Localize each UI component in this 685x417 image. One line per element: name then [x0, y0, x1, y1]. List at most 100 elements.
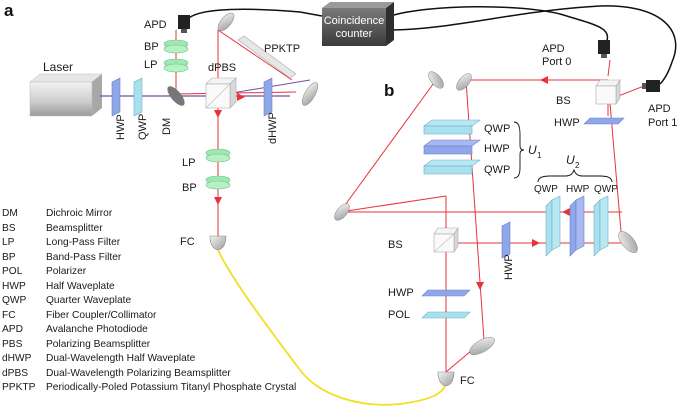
dhwp-label: dHWP — [267, 112, 279, 144]
hwp-laser-label: HWP — [115, 114, 127, 140]
lp-filter-top-face — [163, 63, 189, 73]
bs-top-right — [595, 79, 621, 105]
u2-subscript: 2 — [575, 161, 580, 170]
legend-abbr: BS — [2, 222, 16, 234]
hwp-laser — [111, 77, 121, 117]
legend-row: BS Beamsplitter — [2, 222, 296, 237]
legend-meaning: Fiber Coupler/Collimator — [46, 309, 157, 321]
apd-cable-port0 — [389, 6, 609, 45]
legend-row: dPBS Dual-Wavelength Polarizing Beamsplit… — [2, 367, 296, 382]
bp-filter-bottom-face — [205, 180, 231, 190]
lp-filter-bottom-face — [205, 153, 231, 163]
u1-brace — [513, 121, 525, 179]
legend-meaning: Band-Pass Filter — [46, 251, 122, 263]
legend-row: dHWP Dual-Wavelength Half Waveplate — [2, 352, 296, 367]
u1-label: U — [528, 143, 537, 157]
bs-left — [433, 227, 459, 253]
legend-meaning: Beamsplitter — [46, 222, 103, 234]
legend-meaning: Dual-Wavelength Polarizing Beamsplitter — [46, 367, 231, 379]
apd-label-a: APD — [144, 19, 167, 31]
mirror-b-1 — [428, 71, 444, 89]
legend-abbr: QWP — [2, 295, 27, 306]
ppktp-label: PPKTP — [264, 43, 300, 55]
legend-meaning: Polarizer — [46, 266, 87, 277]
mirror-b-3 — [334, 203, 350, 221]
apd-detector-a — [178, 15, 190, 33]
laser-label: Laser — [43, 60, 73, 74]
mirror-b-2 — [456, 73, 472, 91]
u2-qwp1-label: QWP — [534, 184, 558, 195]
beam-arrow-1 — [214, 110, 222, 118]
legend-row: FC Fiber Coupler/Collimator — [2, 309, 296, 324]
u2-stack — [545, 195, 609, 257]
coincidence-counter: Coincidence counter — [322, 2, 394, 46]
bs-left-label: BS — [388, 239, 403, 251]
panel-a-label: a — [4, 1, 14, 20]
hwp-left-label: HWP — [388, 287, 414, 299]
dpbs-cube — [205, 77, 237, 109]
legend-abbr: POL — [2, 266, 23, 277]
u1-qwp1-label: QWP — [484, 123, 510, 135]
legend-abbr: dPBS — [2, 367, 29, 379]
beam-b-arrow-3 — [532, 239, 540, 247]
mirror-right-a — [301, 82, 319, 106]
legend-meaning: Dual-Wavelength Half Waveplate — [46, 353, 196, 364]
apd-port0-label-1: APD — [542, 43, 565, 55]
u1-subscript: 1 — [537, 151, 542, 160]
legend-meaning: Avalanche Photodiode — [46, 324, 148, 335]
beam-arrow-2 — [214, 197, 222, 205]
panel-b-label: b — [384, 81, 394, 100]
legend-abbr: APD — [2, 324, 23, 335]
hwp-top-label: HWP — [554, 117, 580, 129]
apd-port1-label-2: Port 1 — [648, 117, 677, 129]
legend-row: APD Avalanche Photodiode — [2, 323, 296, 338]
legend-row: HWP Half Waveplate — [2, 280, 296, 295]
legend-abbr: FC — [2, 309, 16, 321]
u1-stack — [423, 119, 481, 175]
fiber-coupler-b — [437, 371, 455, 387]
fc-a-label: FC — [180, 236, 195, 248]
legend-abbr: HWP — [2, 280, 26, 292]
beam-arrow-3 — [237, 93, 245, 101]
u2-brace — [537, 168, 613, 183]
legend-abbr: dHWP — [2, 353, 32, 364]
legend-meaning: Half Waveplate — [46, 280, 115, 292]
pol-label: POL — [388, 309, 410, 321]
qwp-laser-label: QWP — [137, 114, 149, 140]
optical-fiber — [217, 249, 447, 406]
bp-bottom-label: BP — [182, 182, 197, 194]
legend-meaning: Periodically-Poled Potassium Titanyl Pho… — [46, 382, 297, 393]
u2-qwp2-label: QWP — [594, 184, 618, 195]
legend-abbr: PPKTP — [2, 382, 36, 393]
qwp-laser — [133, 77, 143, 117]
apd-port1-detector — [642, 80, 660, 92]
fc-b-label: FC — [460, 375, 475, 387]
legend-meaning: Polarizing Beamsplitter — [46, 338, 151, 350]
dm-label: DM — [161, 118, 173, 135]
u2-hwp-label: HWP — [566, 184, 590, 195]
bp-filter-top-face — [163, 44, 189, 54]
legend-row: PPKTP Periodically-Poled Potassium Titany… — [2, 381, 296, 396]
beam-b-arrow-6 — [540, 76, 548, 84]
dichroic-mirror — [167, 86, 185, 106]
bp-top-label: BP — [144, 41, 159, 53]
laser: Laser — [29, 60, 103, 117]
lp-top-label: LP — [144, 59, 157, 71]
legend-row: POL Polarizer — [2, 265, 296, 280]
apd-cable-port1 — [389, 5, 677, 85]
legend-abbr: DM — [2, 208, 18, 219]
apd-port0-label-2: Port 0 — [542, 56, 571, 68]
u1-hwp-label: HWP — [484, 143, 510, 155]
u2-label: U — [566, 153, 575, 167]
lp-bottom-label: LP — [182, 157, 195, 169]
apd-cable-left — [185, 8, 323, 23]
mirror-b-5 — [469, 337, 495, 355]
dhwp-plate — [263, 77, 273, 117]
